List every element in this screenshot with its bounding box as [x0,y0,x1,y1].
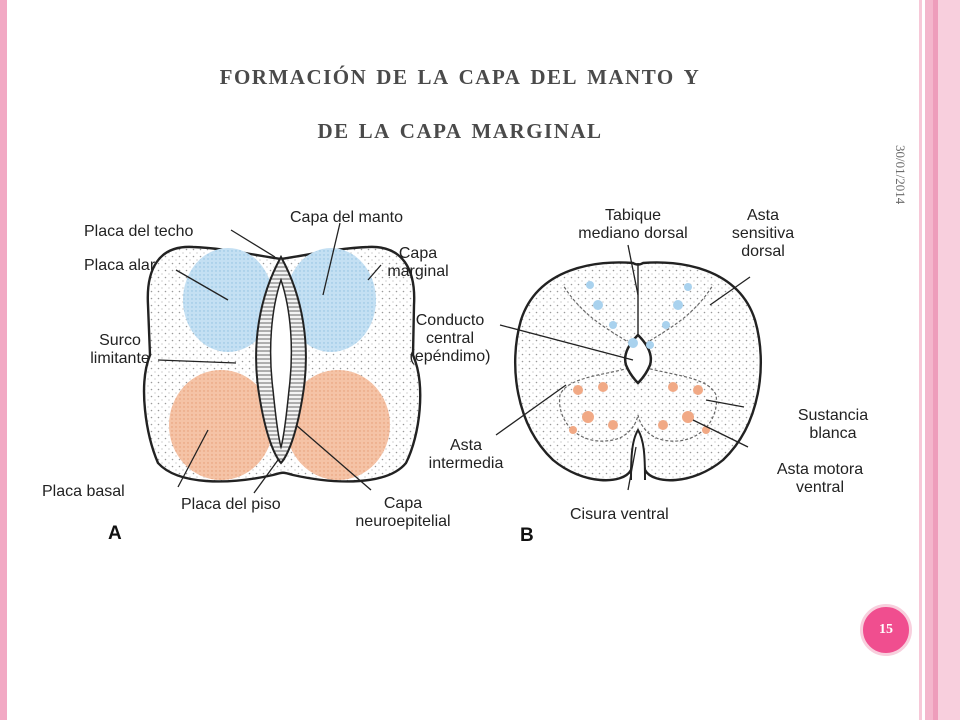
label-capa-marginal-line-2: marginal [387,263,449,280]
label-sustancia-blanca: Sustancia blanca [783,407,883,443]
panel-b-letter: B [520,525,534,546]
label-surco-limitante: Surco limitante [80,332,160,368]
label-cisura-ventral: Cisura ventral [570,506,669,523]
slide-date: 30/01/2014 [893,145,908,205]
label-asta-sensitiva-line-3: dorsal [741,243,785,260]
panel-a-leader-lines [157,222,382,494]
label-placa-del-techo: Placa del techo [84,223,194,240]
right-border-stripe [919,0,922,720]
label-conducto-line-1: Conducto [415,312,485,329]
label-sustancia-line-2: blanca [809,425,857,442]
label-asta-sensitiva-dorsal: Asta sensitiva dorsal [723,207,803,261]
panel-a-letter: A [108,523,122,544]
slide-title-line-1: formación de la capa del manto y [219,58,701,91]
right-border-stripe [933,0,938,720]
label-conducto-line-3: (epéndimo) [409,348,491,365]
asta-sensitiva-spots [586,281,692,349]
label-capa-neuroepitelial: Capa neuroepitelial [338,495,468,531]
placa-basal-region [286,370,390,480]
label-asta-intermedia: Asta intermedia [416,437,516,473]
right-border-stripe [938,0,960,720]
panel-b-leader-lines [495,244,751,491]
ventral-fissure [630,428,646,481]
label-placa-basal: Placa basal [42,483,125,500]
label-tabique-line-1: Tabique [604,207,662,224]
left-border-stripe [0,0,7,720]
slide-title-line-2: de la capa marginal [317,112,603,145]
label-surco-limitante-line-2: limitante [90,350,150,367]
label-asta-motora-ventral: Asta motora ventral [760,461,880,497]
slide-title: formación de la capa del manto y de la c… [60,48,860,156]
label-surco-limitante-line-1: Surco [99,332,141,349]
label-tabique-mediano-dorsal: Tabique mediano dorsal [558,207,708,243]
label-capa-marginal: Capa marginal [378,245,458,281]
label-asta-intermedia-line-1: Asta [449,437,482,454]
label-tabique-line-2: mediano dorsal [578,225,688,242]
label-asta-motora-line-2: ventral [795,479,845,496]
label-capa-neuroepitelial-line-2: neuroepitelial [355,513,451,530]
spinal-cord-illustration [142,222,763,494]
label-conducto-central: Conducto central (epéndimo) [400,312,500,366]
label-conducto-line-2: central [425,330,475,347]
central-canal [269,277,293,450]
asta-motora-spots [569,382,710,434]
page-number-badge: 15 [860,604,912,656]
label-placa-alar: Placa alar [84,257,156,274]
label-capa-del-manto: Capa del manto [290,209,403,226]
label-capa-neuroepitelial-line-1: Capa [383,495,423,512]
label-placa-del-piso: Placa del piso [181,496,281,513]
label-asta-intermedia-line-2: intermedia [428,455,504,472]
placa-basal-region [169,370,273,480]
right-border-stripe [925,0,933,720]
spinal-cord-figure: Placa del techo Capa del manto Placa ala… [38,185,890,555]
label-asta-sensitiva-line-1: Asta [746,207,779,224]
label-asta-motora-line-1: Asta motora [776,461,864,478]
label-sustancia-line-1: Sustancia [797,407,869,424]
label-asta-sensitiva-line-2: sensitiva [731,225,795,242]
placa-alar-region [286,248,376,352]
label-capa-marginal-line-1: Capa [398,245,438,262]
